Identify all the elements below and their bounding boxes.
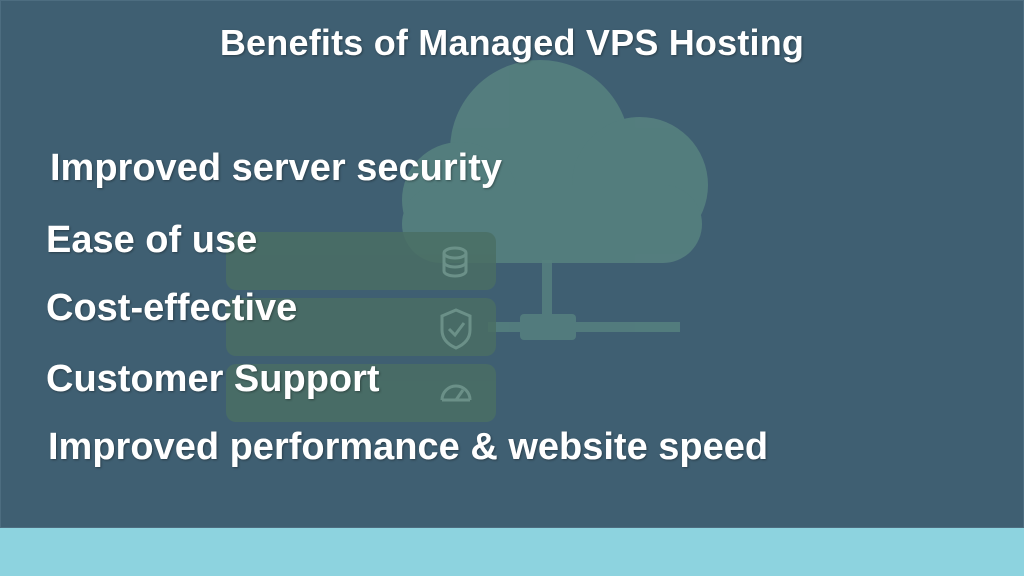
shield-check-icon <box>440 308 472 350</box>
database-icon <box>442 246 468 278</box>
benefit-performance-speed: Improved performance & website speed <box>48 426 769 468</box>
slide-title: Benefits of Managed VPS Hosting <box>219 22 805 63</box>
benefit-ease-of-use: Ease of use <box>46 219 258 261</box>
speedometer-icon <box>440 384 472 402</box>
benefit-server-security: Improved server security <box>50 147 503 189</box>
benefit-customer-support: Customer Support <box>46 358 380 400</box>
benefit-cost-effective: Cost-effective <box>46 287 298 329</box>
main-panel: Benefits of Managed VPS Hosting Improved… <box>0 0 1024 528</box>
network-lines <box>488 260 680 340</box>
bottom-band <box>0 528 1024 576</box>
